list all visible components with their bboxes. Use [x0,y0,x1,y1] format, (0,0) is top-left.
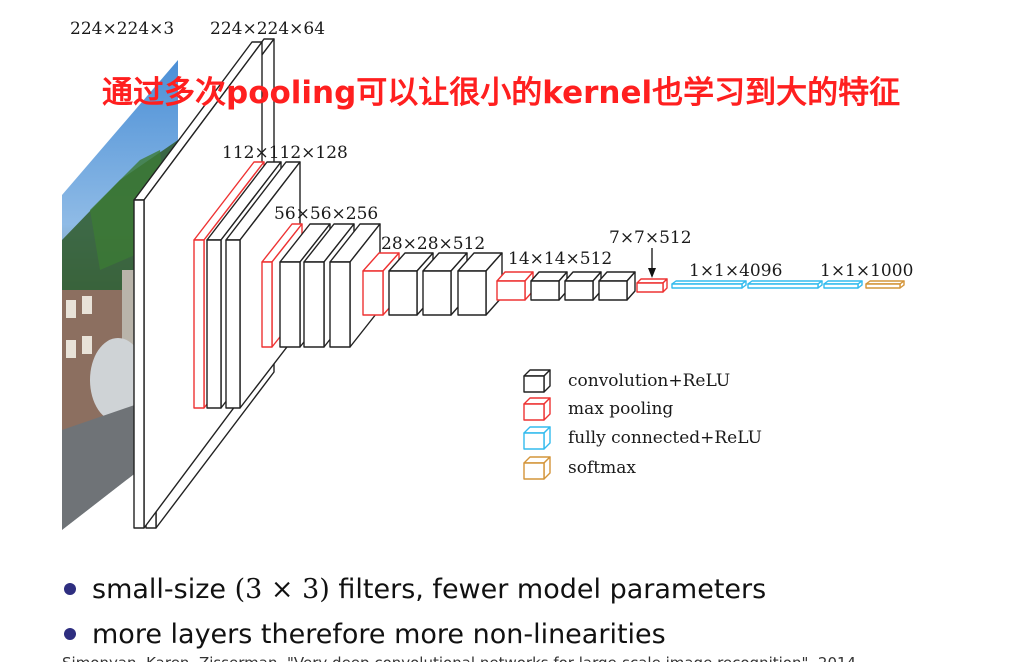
legend-cube-0 [523,369,551,393]
bullet-1-post: filters, fewer model parameters [330,574,766,605]
bullet-2-pre: more layers therefore more non-lineariti… [92,619,666,650]
label-conv3-dims: 56×56×256 [274,204,378,224]
legend-item-conv: convolution+ReLU [523,369,730,393]
legend: convolution+ReLU max pooling fully conne… [523,369,762,480]
legend-cube-icon-conv [523,369,551,393]
pool5-block [636,278,668,293]
legend-cube-2 [523,426,551,450]
bullet-1-pre: small-size [92,574,235,605]
legend-cube-1 [523,397,551,421]
softmax-block [865,280,905,289]
conv5-block-1 [530,271,568,301]
legend-label-conv: convolution+ReLU [568,371,730,391]
label-conv2-dims: 112×112×128 [222,143,348,163]
label-input-dims: 224×224×3 [70,19,174,39]
label-conv4-dims: 28×28×512 [381,234,485,254]
fc2-block [747,280,823,289]
bullet-dot-2 [64,628,76,640]
legend-item-softmax: softmax [523,456,636,480]
conv5-block-3 [598,271,636,301]
label-conv5-dims: 14×14×512 [508,249,612,269]
label-pool5-dims: 7×7×512 [609,228,692,248]
bullet-list: small-size (3 × 3) filters, fewer model … [64,574,766,650]
legend-label-pool: max pooling [568,399,673,419]
legend-cube-3 [523,456,551,480]
bullet-dot-1 [64,583,76,595]
fc1-block [671,280,747,289]
conv5-block-2 [564,271,602,301]
fc3-block [823,280,863,289]
legend-cube-icon-pool [523,397,551,421]
pooling-annotation: 通过多次pooling可以让很小的kernel也学习到大的特征 [102,75,900,111]
legend-cube-icon-fc [523,426,551,450]
bullet-1: small-size (3 × 3) filters, fewer model … [92,574,766,605]
label-softmax-dims: 1×1×1000 [820,261,913,281]
legend-cube-icon-softmax [523,456,551,480]
bullet-2: more layers therefore more non-lineariti… [92,619,666,650]
pool5-arrow [648,248,656,278]
bullet-1-math: (3 × 3) [235,574,330,605]
label-fc-dims: 1×1×4096 [689,261,782,281]
legend-item-pool: max pooling [523,397,673,421]
network-blocks [133,38,905,529]
citation: Simonyan, Karen, Zisserman. "Very deep c… [62,654,856,662]
legend-item-fc: fully connected+ReLU [523,426,762,450]
label-conv1-dims: 224×224×64 [210,19,325,39]
pool4-block [496,271,534,301]
legend-label-fc: fully connected+ReLU [568,428,762,448]
legend-label-softmax: softmax [568,458,636,478]
